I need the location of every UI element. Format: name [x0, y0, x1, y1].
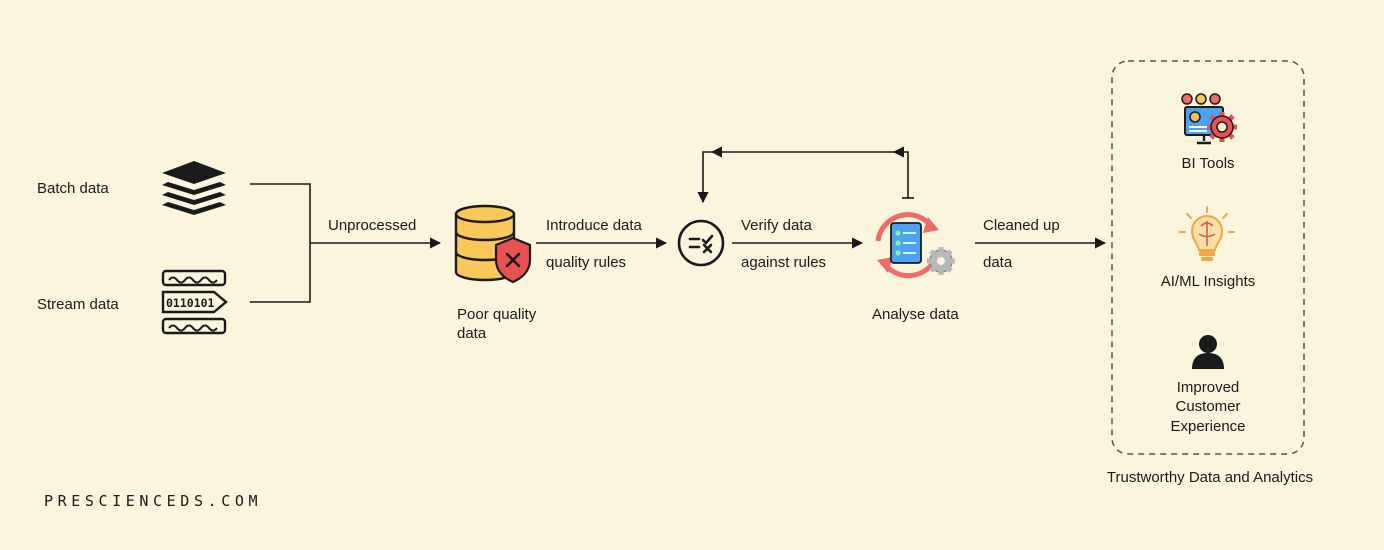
poor-quality-label-line2: data [457, 325, 487, 342]
customer-experience-line2: Customer [1175, 398, 1241, 415]
output-group-label: Trustworthy Data and Analytics [1106, 469, 1314, 486]
rules-check-icon [677, 219, 725, 267]
user-icon [1192, 335, 1224, 369]
stream-data-label: Stream data [37, 296, 119, 313]
poor-quality-label-line1: Poor quality [457, 306, 537, 323]
analyse-data-label: Analyse data [872, 306, 959, 323]
brand-wordmark: PRESCIENCEDS.COM [44, 492, 263, 510]
unprocessed-label: Unprocessed [328, 217, 417, 234]
introduce-label-line1: Introduce data [546, 217, 642, 234]
binary-code-text: 0110101 [166, 296, 215, 310]
introduce-label-line2: quality rules [546, 254, 627, 271]
cleaned-label-line2: data [983, 254, 1013, 271]
feedback-loop [702, 151, 909, 202]
cleaned-label-line1: Cleaned up [983, 217, 1060, 234]
connectors [250, 146, 1107, 303]
verify-label-line1: Verify data [741, 217, 812, 234]
stacked-layers-icon [162, 161, 226, 215]
dashboard-gear-icon [1181, 93, 1237, 145]
database-error-icon [454, 204, 532, 284]
customer-experience-line1: Improved [1176, 379, 1240, 396]
bi-tools-label: BI Tools [1181, 155, 1235, 172]
batch-data-label: Batch data [37, 180, 109, 197]
verify-label-line2: against rules [741, 254, 827, 271]
brain-bulb-icon [1179, 206, 1235, 261]
batch-connector [250, 183, 311, 303]
customer-experience-line3: Experience [1170, 418, 1246, 435]
analysis-cycle-icon [875, 212, 955, 279]
binary-stream-icon: 0110101 [161, 269, 228, 335]
ai-ml-insights-label: AI/ML Insights [1160, 273, 1256, 290]
output-group-frame [1111, 60, 1305, 455]
